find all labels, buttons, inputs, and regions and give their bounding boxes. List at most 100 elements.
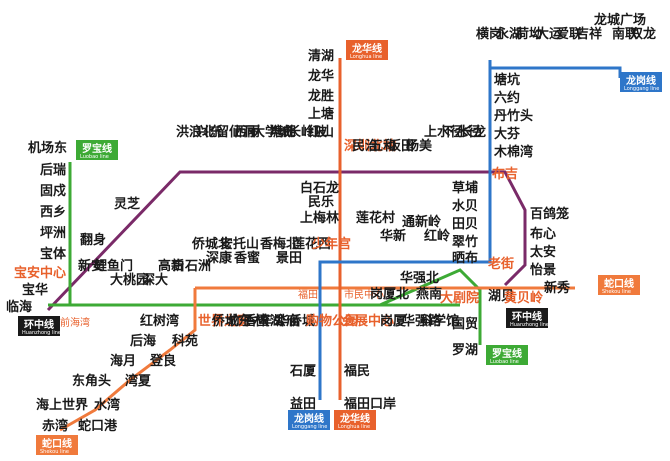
station-xinxiu[interactable]: 新秀 xyxy=(544,280,571,296)
station-danzhutou[interactable]: 丹竹头 xyxy=(494,108,533,124)
station-ailian[interactable]: 爱联 xyxy=(556,26,582,42)
station-window-world[interactable]: 世界之窗 xyxy=(198,313,250,329)
station-changlong[interactable]: 长龙 xyxy=(460,124,486,140)
station-dachong[interactable]: 大桃园 xyxy=(110,272,149,288)
station-qinghu[interactable]: 清湖 xyxy=(308,48,334,64)
station-hongqiao[interactable]: 洪浪北 xyxy=(176,124,215,140)
station-qianhaiwan[interactable]: 前海湾 xyxy=(60,316,90,329)
station-laojie[interactable]: 老街 xyxy=(487,256,514,272)
station-baoti[interactable]: 宝体 xyxy=(40,246,67,262)
station-hongshan[interactable]: 红山 xyxy=(308,124,334,140)
station-shaonian[interactable]: 少年宫 xyxy=(311,236,351,252)
station-yiyuan[interactable]: 怡景 xyxy=(530,262,556,278)
station-minle[interactable]: 民乐 xyxy=(308,194,334,210)
station-liyumen[interactable]: 鲤鱼门 xyxy=(93,258,133,274)
station-huaxin[interactable]: 华新 xyxy=(380,228,406,244)
station-huaqiang-north[interactable]: 华强北 xyxy=(400,270,439,286)
station-yanan[interactable]: 燕南 xyxy=(416,286,442,302)
station-xiangmeibei[interactable]: 香梅北 xyxy=(259,236,299,252)
station-huizhan[interactable]: 会展中心 xyxy=(342,313,394,329)
station-linhai[interactable]: 临海 xyxy=(6,299,32,315)
station-shixia[interactable]: 石厦 xyxy=(289,363,317,379)
station-tianbei[interactable]: 田贝 xyxy=(452,217,478,232)
station-baigelong[interactable]: 百鸽笼 xyxy=(530,206,569,222)
station-pingzhou[interactable]: 坪洲 xyxy=(40,226,66,241)
station-changling[interactable]: 长岭陂 xyxy=(288,124,328,140)
station-xili[interactable]: 西丽 xyxy=(234,125,260,140)
station-longcheng[interactable]: 龙城广场 xyxy=(594,12,646,28)
station-luohu[interactable]: 罗湖 xyxy=(452,343,478,358)
station-lingzhi[interactable]: 灵芝 xyxy=(114,196,140,212)
station-buxin[interactable]: 布心 xyxy=(530,226,556,242)
station-xinan[interactable]: 新安 xyxy=(78,258,104,274)
station-caopu[interactable]: 草埔 xyxy=(452,180,478,196)
station-fumin[interactable]: 福民 xyxy=(343,363,370,379)
station-haishangshijie[interactable]: 海上世界 xyxy=(36,397,88,413)
station-mumianwan[interactable]: 木棉湾 xyxy=(493,144,533,160)
station-shuanglong[interactable]: 双龙 xyxy=(630,26,656,42)
station-haiyue[interactable]: 海月 xyxy=(110,353,136,369)
station-huangbeiling[interactable]: 黄贝岭 xyxy=(504,290,543,306)
station-shangshui[interactable]: 上水径 xyxy=(424,124,463,140)
station-jingtian[interactable]: 景田 xyxy=(276,251,302,266)
station-taian[interactable]: 太安 xyxy=(529,244,556,260)
station-xiashui[interactable]: 下水径 xyxy=(442,124,481,140)
station-shenzhen-north[interactable]: 深圳北站 xyxy=(344,138,396,154)
station-chegongmiao[interactable]: 车公庙 xyxy=(260,313,299,329)
station-guxu[interactable]: 固戍 xyxy=(40,183,66,199)
station-kexueguan[interactable]: 科学馆 xyxy=(420,313,459,329)
station-longsheng[interactable]: 龙胜 xyxy=(308,88,334,104)
station-daxuecheng[interactable]: 大学城 xyxy=(252,124,291,140)
station-cuizhu[interactable]: 翠竹 xyxy=(452,234,478,250)
station-dengliang[interactable]: 登良 xyxy=(149,353,176,369)
station-shangtang[interactable]: 上塘 xyxy=(308,106,334,122)
station-gouwu[interactable]: 购物公园 xyxy=(306,313,358,329)
station-gaoxin[interactable]: 高新 xyxy=(158,258,184,274)
station-kejiyuan[interactable]: 科苑 xyxy=(172,333,198,349)
station-baishizhou[interactable]: 白石洲 xyxy=(172,258,211,274)
station-qiaocheng-east[interactable]: 侨城东 xyxy=(211,313,251,329)
station-longhua[interactable]: 龙华 xyxy=(308,68,334,84)
station-heao[interactable]: 荷坳 xyxy=(515,26,542,42)
station-yonghu[interactable]: 永湖 xyxy=(495,26,522,42)
station-hongling[interactable]: 红岭 xyxy=(424,228,450,244)
station-shangmeilin[interactable]: 上梅林 xyxy=(300,210,339,226)
station-wuhe[interactable]: 五和 xyxy=(370,138,396,154)
station-jixiang[interactable]: 吉祥 xyxy=(576,26,602,42)
station-baoan-center[interactable]: 宝安中心 xyxy=(14,265,66,281)
station-hubei[interactable]: 湖贝 xyxy=(488,289,514,304)
station-anhuai[interactable]: 安托山 xyxy=(220,236,259,252)
station-shimin[interactable]: 市民中心 xyxy=(344,288,384,301)
station-dongjiaotou[interactable]: 东角头 xyxy=(72,373,111,389)
station-huaqiaocheng[interactable]: 华侨城 xyxy=(276,313,315,329)
station-darjuyuan[interactable]: 大剧院 xyxy=(440,290,479,306)
station-liuxiandong[interactable]: 留仙洞 xyxy=(216,124,255,140)
station-futian-port[interactable]: 福田口岸 xyxy=(343,396,396,412)
station-shuiwan[interactable]: 水湾 xyxy=(94,397,120,413)
station-hengang[interactable]: 横岗 xyxy=(476,26,502,42)
station-yangmei[interactable]: 杨美 xyxy=(406,138,433,154)
station-tongxinling[interactable]: 通新岭 xyxy=(402,214,441,230)
station-dafen[interactable]: 大芬 xyxy=(494,126,521,142)
station-gangxia-north[interactable]: 岗厦北 xyxy=(370,286,409,302)
station-minzhi[interactable]: 民治 xyxy=(352,138,378,154)
station-futian[interactable]: 福田 xyxy=(298,288,318,301)
station-hongshuwan[interactable]: 红树湾 xyxy=(140,313,179,329)
station-gangxia[interactable]: 岗厦 xyxy=(380,313,407,329)
station-fanshen[interactable]: 翻身 xyxy=(80,232,106,248)
station-xixiang[interactable]: 西乡 xyxy=(40,204,66,220)
station-lianhuacun[interactable]: 莲花村 xyxy=(356,210,395,226)
station-wanxia[interactable]: 湾夏 xyxy=(125,373,152,389)
station-shaibu[interactable]: 晒布 xyxy=(452,250,478,266)
station-nanlian[interactable]: 南联 xyxy=(612,26,638,42)
station-bantian[interactable]: 坂田 xyxy=(388,138,414,154)
station-jichangdong[interactable]: 机场东 xyxy=(28,140,67,156)
station-guomao[interactable]: 国贸 xyxy=(452,316,478,332)
station-baohua[interactable]: 宝华 xyxy=(22,282,48,298)
station-xingdong[interactable]: 兴东 xyxy=(196,124,222,140)
station-xiangmihu[interactable]: 香蜜湖 xyxy=(243,313,283,329)
station-houri[interactable]: 后瑞 xyxy=(40,162,66,178)
station-houhai[interactable]: 后海 xyxy=(130,333,156,349)
station-shekougang[interactable]: 蛇口港 xyxy=(78,418,118,434)
station-huaqiang-road[interactable]: 华强路 xyxy=(402,313,442,329)
